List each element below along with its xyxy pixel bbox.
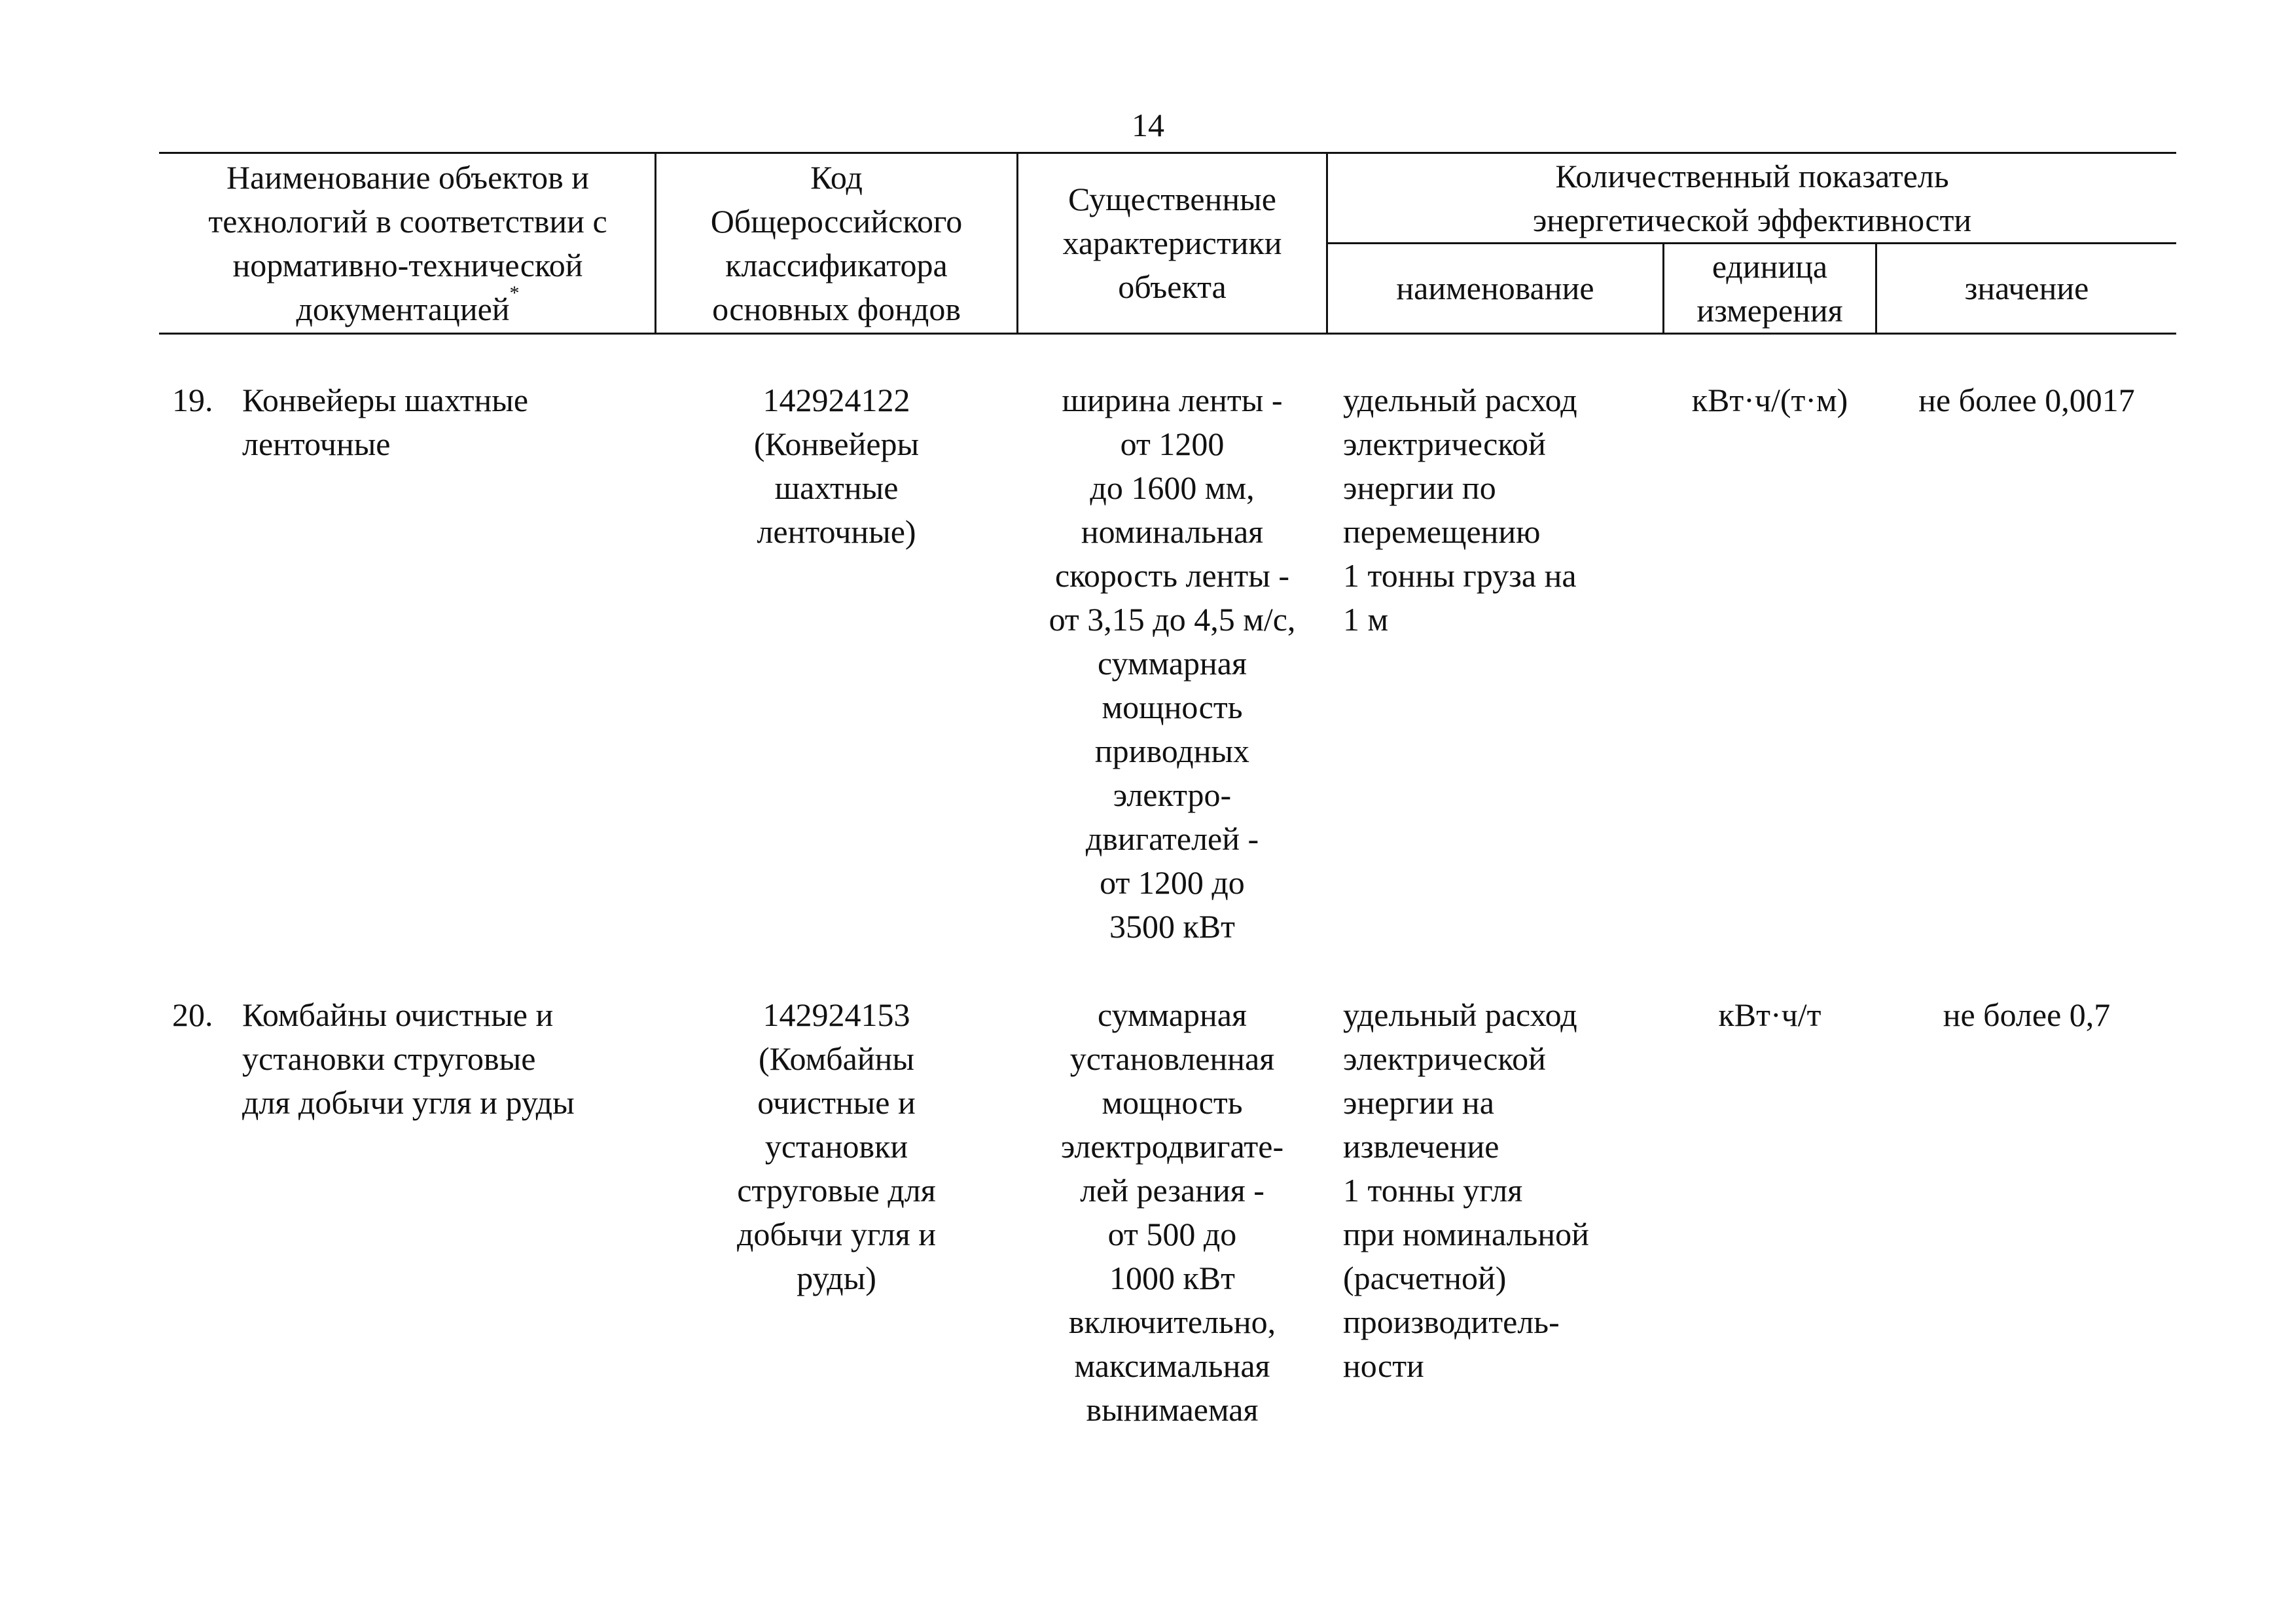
column-divider-1: [655, 152, 656, 335]
row-characteristics: ширина ленты - от 1200 до 1600 мм, номин…: [1049, 382, 1296, 945]
column-divider-4: [1662, 242, 1664, 335]
row-number: 19.: [172, 382, 213, 418]
header-indicator-unit: единица измерения: [1696, 247, 1843, 329]
header-indicator-name: наименование: [1396, 270, 1594, 306]
row-object-name: Комбайны очистные и установки струговые …: [242, 996, 575, 1121]
column-divider-5: [1875, 242, 1877, 335]
row-characteristics: суммарная установленная мощность электро…: [1060, 996, 1284, 1428]
row-object-name: Конвейеры шахтные ленточные: [242, 382, 529, 462]
header-characteristics: Существенные характеристики объекта: [1062, 181, 1282, 305]
row-unit: кВт·ч/(т·м): [1691, 382, 1848, 418]
header-bottom-rule: [159, 333, 2176, 335]
column-divider-2: [1016, 152, 1018, 335]
footnote-mark: *: [509, 282, 520, 304]
header-indicator-value: значение: [1964, 270, 2089, 306]
row-value: не более 0,7: [1943, 996, 2111, 1033]
row-code: 142924122 (Конвейеры шахтные ленточные): [753, 382, 920, 550]
indicator-group-rule: [1326, 242, 2176, 244]
header-code: Код Общероссийского классификатора основ…: [710, 158, 963, 327]
row-value: не более 0,0017: [1918, 382, 2135, 418]
header-object-name-text: Наименование объектов и технологий в соо…: [208, 158, 607, 327]
page-number: 14: [1132, 107, 1164, 143]
row-number: 20.: [172, 996, 213, 1033]
table-top-rule: [159, 152, 2176, 154]
row-indicator-name: удельный расход электрической энергии на…: [1343, 996, 1589, 1384]
row-unit: кВт·ч/т: [1718, 996, 1821, 1033]
column-divider-3: [1326, 152, 1328, 335]
header-object-name: Наименование объектов и технологий в соо…: [161, 154, 655, 333]
header-indicator-group: Количественный показатель энергетической…: [1532, 157, 1972, 238]
row-indicator-name: удельный расход электрической энергии по…: [1343, 382, 1577, 638]
row-code: 142924153 (Комбайны очистные и установки…: [736, 996, 937, 1296]
